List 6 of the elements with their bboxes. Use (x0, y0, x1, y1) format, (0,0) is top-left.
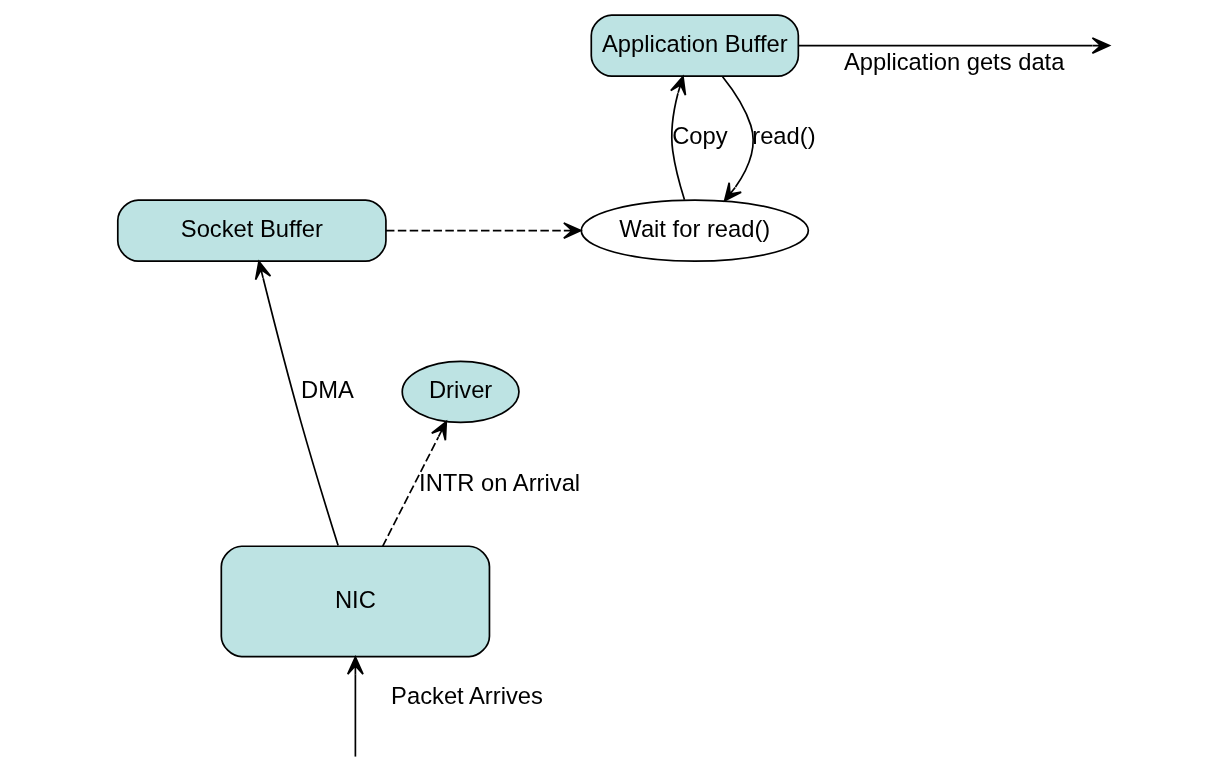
edge-label: Application gets data (843, 47, 1064, 75)
edge-label: DMA (300, 376, 354, 404)
edge-label: Packet Arrives (390, 682, 543, 710)
edge-label: read() (751, 122, 816, 150)
edge-label: INTR on Arrival (418, 468, 580, 496)
edge-label: Copy (671, 122, 728, 150)
